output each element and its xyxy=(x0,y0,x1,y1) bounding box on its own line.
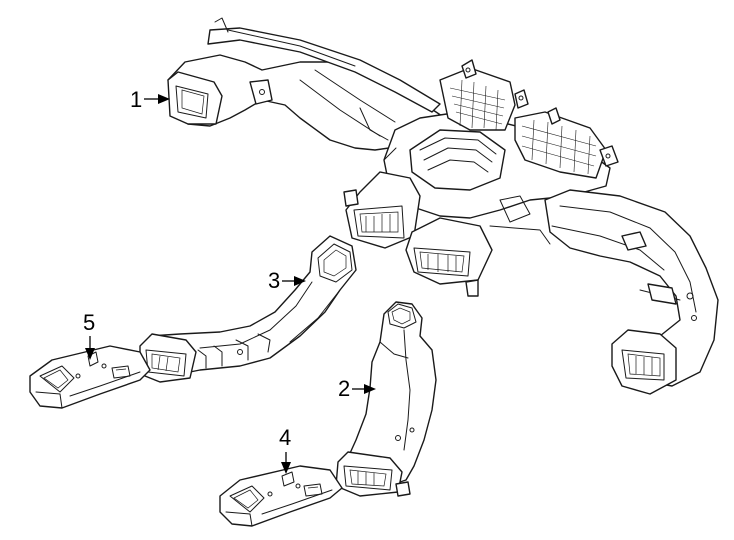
callout-4-label: 4 xyxy=(279,425,291,450)
callout-3-arrowhead xyxy=(294,276,306,286)
callout-1: 1 xyxy=(130,87,170,112)
floor-duct-bracket-right xyxy=(219,465,343,527)
callout-2: 2 xyxy=(338,376,376,401)
main-duct-assembly xyxy=(167,17,719,395)
callout-2-label: 2 xyxy=(338,376,350,401)
callout-3: 3 xyxy=(268,268,306,293)
callout-1-label: 1 xyxy=(130,87,142,112)
callout-5: 5 xyxy=(83,310,95,360)
callout-4-arrowhead xyxy=(281,462,291,474)
callout-2-arrowhead xyxy=(364,384,376,394)
rear-duct-vertical xyxy=(335,301,437,497)
callout-5-arrowhead xyxy=(85,348,95,360)
callout-5-label: 5 xyxy=(83,310,95,335)
floor-duct-long xyxy=(139,235,357,383)
upper-grille xyxy=(449,79,506,131)
callout-4: 4 xyxy=(279,425,291,474)
right-grille xyxy=(521,119,597,175)
callout-1-arrowhead xyxy=(158,94,170,104)
callout-3-label: 3 xyxy=(268,268,280,293)
